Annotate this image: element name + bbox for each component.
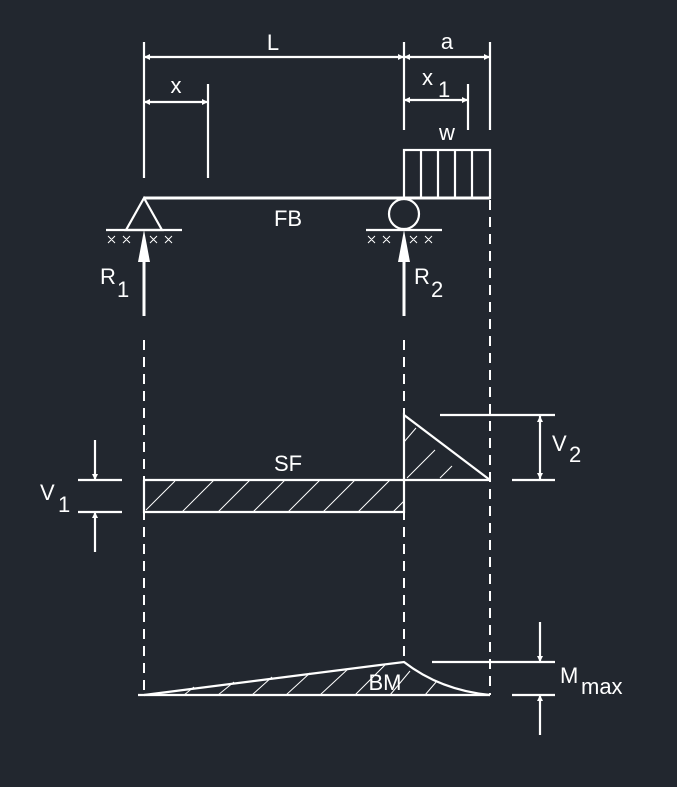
label-v1-subscript: 1 [58, 492, 70, 517]
label-beam: FB [274, 206, 302, 231]
label-r2: R [414, 264, 430, 289]
pin-support: R 1 [100, 195, 182, 316]
label-r2-subscript: 2 [431, 277, 443, 302]
dimension-span-l: L [144, 30, 404, 60]
label-v2-subscript: 2 [569, 442, 581, 467]
shear-force-diagram: SF [142, 412, 491, 514]
dimension-v1: V 1 [40, 440, 122, 552]
label-overhang: a [441, 29, 454, 54]
label-moment: BM [369, 670, 402, 695]
dimension-v2: V 2 [440, 413, 581, 482]
beam: FB [144, 196, 490, 231]
label-mmax: M [560, 663, 578, 688]
projection-lines [143, 200, 491, 695]
roller-support: R 2 [366, 197, 443, 316]
dimension-mmax: M max [432, 622, 623, 735]
label-v2: V [552, 431, 567, 456]
distributed-load: w [402, 120, 492, 200]
dimension-overhang-a: a [404, 29, 490, 60]
label-r1: R [100, 264, 116, 289]
reaction-arrow-icon [138, 230, 150, 262]
reaction-arrow-icon [398, 230, 410, 262]
label-mmax-subscript: max [581, 674, 623, 699]
label-r1-subscript: 1 [117, 277, 129, 302]
dimension-x: x [144, 73, 208, 105]
dimension-x1: x 1 [404, 65, 468, 103]
label-span: L [267, 30, 279, 55]
label-x1-subscript: 1 [438, 77, 450, 102]
label-x: x [171, 73, 182, 98]
label-v1: V [40, 480, 55, 505]
label-shear: SF [274, 451, 302, 476]
label-load: w [438, 120, 455, 145]
bending-moment-diagram: BM [138, 660, 491, 697]
label-x1: x [422, 65, 433, 90]
